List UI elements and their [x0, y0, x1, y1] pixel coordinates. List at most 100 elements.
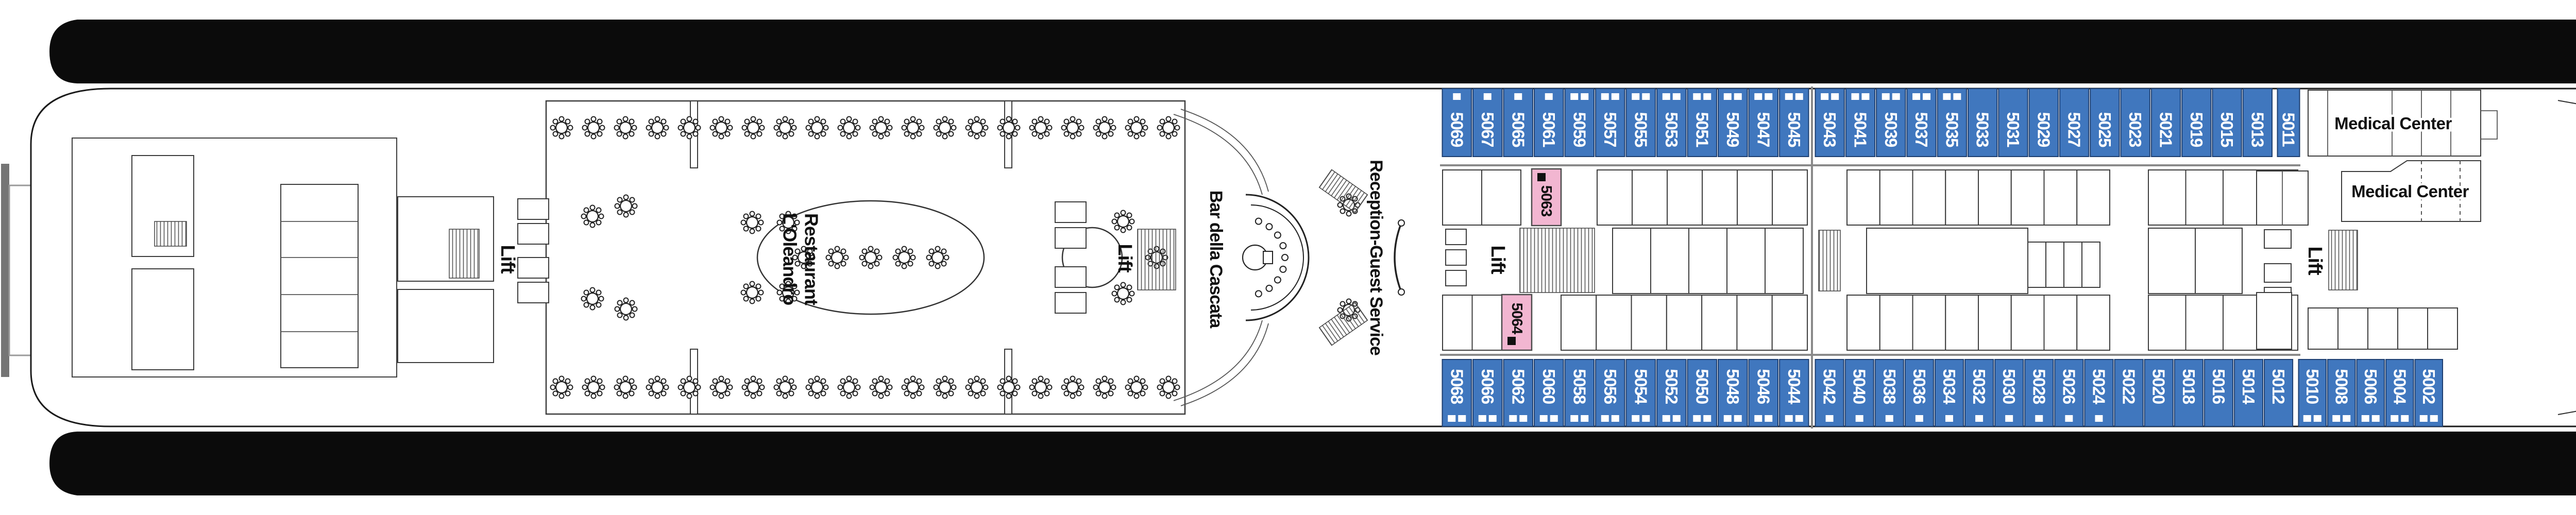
window-mark: [1734, 93, 1742, 100]
staircase: [1519, 228, 1595, 293]
cabin-5055[interactable]: 5055: [1625, 88, 1656, 157]
cabin-5069[interactable]: 5069: [1442, 88, 1472, 157]
cabin-number: 5028: [2029, 369, 2048, 404]
cabin-5004[interactable]: 5004: [2385, 359, 2414, 427]
cabin-5056[interactable]: 5056: [1595, 359, 1625, 427]
cabin-5026[interactable]: 5026: [2054, 359, 2084, 427]
window-mark: [2095, 415, 2103, 422]
cabin-5032[interactable]: 5032: [1964, 359, 1994, 427]
cabin-5010[interactable]: 5010: [2298, 359, 2327, 427]
cabin-5039[interactable]: 5039: [1876, 88, 1906, 157]
window-mark: [1915, 415, 1923, 422]
cabin-5050[interactable]: 5050: [1687, 359, 1717, 427]
cabin-cell: [1442, 169, 1482, 226]
cabin-5036[interactable]: 5036: [1904, 359, 1934, 427]
accessible-cabin-5064[interactable]: 5064: [1501, 294, 1533, 351]
cabin-cell: [1650, 228, 1689, 294]
cabin-5052[interactable]: 5052: [1656, 359, 1687, 427]
cabin-5045[interactable]: 5045: [1779, 88, 1809, 157]
cabin-5021[interactable]: 5021: [2150, 88, 2181, 157]
window-mark: [1672, 93, 1681, 100]
dining-table: [773, 375, 797, 399]
dining-table: [614, 116, 637, 140]
dining-table: [646, 375, 669, 399]
cabin-5037[interactable]: 5037: [1906, 88, 1937, 157]
staircase: [1318, 302, 1368, 346]
cabin-5016[interactable]: 5016: [2204, 359, 2233, 427]
cabin-number: 5014: [2239, 369, 2258, 405]
dining-table: [740, 211, 764, 234]
cabin-5044[interactable]: 5044: [1779, 359, 1809, 427]
cabin-5062[interactable]: 5062: [1503, 359, 1533, 427]
dining-table: [1029, 375, 1053, 399]
window-mark: [2371, 415, 2380, 422]
window-mark: [1601, 93, 1609, 100]
cabin-5002[interactable]: 5002: [2414, 359, 2443, 427]
cabin-5024[interactable]: 5024: [2084, 359, 2114, 427]
cabin-5013[interactable]: 5013: [2242, 88, 2273, 157]
cabin-5043[interactable]: 5043: [1815, 88, 1845, 157]
cabin-5065[interactable]: 5065: [1503, 88, 1533, 157]
accessible-cabin-5063[interactable]: 5063: [1531, 168, 1562, 227]
cabin-5054[interactable]: 5054: [1625, 359, 1656, 427]
cabin-5057[interactable]: 5057: [1595, 88, 1625, 157]
cabin-5049[interactable]: 5049: [1718, 88, 1748, 157]
cabin-number: 5040: [1850, 369, 1869, 404]
cabin-5030[interactable]: 5030: [1994, 359, 2024, 427]
dining-table: [709, 116, 733, 140]
cabin-5041[interactable]: 5041: [1845, 88, 1876, 157]
cabin-5028[interactable]: 5028: [2024, 359, 2054, 427]
cabin-5034[interactable]: 5034: [1934, 359, 1964, 427]
cabin-5067[interactable]: 5067: [1472, 88, 1503, 157]
cabin-5051[interactable]: 5051: [1687, 88, 1717, 157]
window-mark: [2332, 415, 2341, 422]
cabin-5061[interactable]: 5061: [1534, 88, 1564, 157]
cabin-5060[interactable]: 5060: [1534, 359, 1564, 427]
cabin-5014[interactable]: 5014: [2233, 359, 2263, 427]
cabin-5020[interactable]: 5020: [2144, 359, 2174, 427]
cabin-5008[interactable]: 5008: [2327, 359, 2356, 427]
cabin-5018[interactable]: 5018: [2174, 359, 2204, 427]
cabin-cell: [1688, 228, 1727, 294]
window-mark: [1785, 415, 1793, 422]
cabin-5066[interactable]: 5066: [1472, 359, 1503, 427]
cabin-5033[interactable]: 5033: [1968, 88, 1998, 157]
bar-label: Bar della Cascata: [1206, 191, 1226, 329]
cabin-5012[interactable]: 5012: [2264, 359, 2294, 427]
cabin-5038[interactable]: 5038: [1874, 359, 1904, 427]
cabin-5022[interactable]: 5022: [2114, 359, 2144, 427]
cabin-5031[interactable]: 5031: [1998, 88, 2028, 157]
cabin-cell: [1666, 295, 1703, 351]
cabin-5058[interactable]: 5058: [1564, 359, 1595, 427]
cabin-5046[interactable]: 5046: [1748, 359, 1778, 427]
window-mark: [1912, 93, 1921, 100]
cabin-number: 5016: [2209, 369, 2228, 404]
cabin-cell: [2043, 169, 2078, 226]
cabin-number: 5043: [1820, 112, 1839, 147]
cabin-5011[interactable]: 5011: [2277, 88, 2300, 157]
cabin-number: 5032: [1970, 369, 1989, 404]
cabin-5019[interactable]: 5019: [2181, 88, 2212, 157]
cabin-5025[interactable]: 5025: [2090, 88, 2120, 157]
cabin-5015[interactable]: 5015: [2212, 88, 2242, 157]
cabin-number: 5059: [1570, 112, 1589, 147]
dining-table: [741, 375, 765, 399]
dining-table: [805, 375, 829, 399]
cabin-5053[interactable]: 5053: [1656, 88, 1687, 157]
cabin-5029[interactable]: 5029: [2028, 88, 2059, 157]
cabin-5068[interactable]: 5068: [1442, 359, 1472, 427]
cabin-5027[interactable]: 5027: [2059, 88, 2090, 157]
window-mark: [1509, 415, 1517, 422]
cabin-5006[interactable]: 5006: [2356, 359, 2385, 427]
cabin-5047[interactable]: 5047: [1748, 88, 1778, 157]
cabin-5048[interactable]: 5048: [1718, 359, 1748, 427]
aft-lounge: [72, 138, 397, 377]
cabin-5035[interactable]: 5035: [1937, 88, 1967, 157]
cabin-5023[interactable]: 5023: [2120, 88, 2150, 157]
cabin-5042[interactable]: 5042: [1815, 359, 1844, 427]
window-mark: [1821, 93, 1829, 100]
cabin-5059[interactable]: 5059: [1564, 88, 1595, 157]
dining-table: [837, 375, 861, 399]
cabin-5040[interactable]: 5040: [1844, 359, 1874, 427]
window-mark: [1855, 415, 1863, 422]
